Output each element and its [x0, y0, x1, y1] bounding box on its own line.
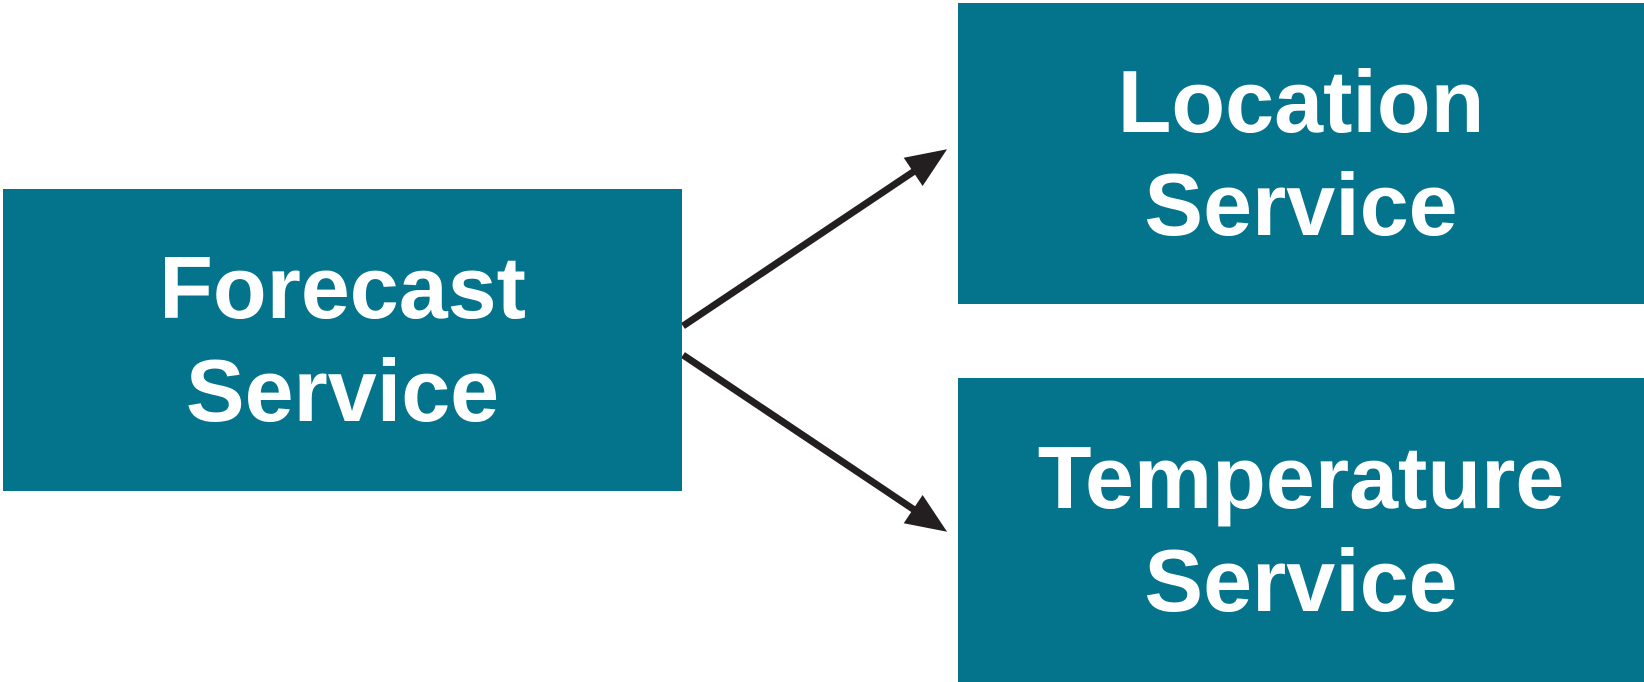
node-forecast-service-label-line1: Forecast — [159, 238, 526, 338]
node-temperature-service-label-line1: Temperature — [1037, 428, 1565, 528]
arrow-forecast-to-location — [681, 149, 948, 329]
node-temperature-service: Temperature Service — [958, 378, 1644, 682]
node-forecast-service-label-line2: Service — [185, 341, 500, 440]
node-location-service-label-line2: Service — [1144, 154, 1458, 254]
node-forecast-service: Forecast Service — [3, 189, 682, 491]
node-location-service: Location Service — [958, 3, 1644, 304]
arrow-forecast-to-temperature — [681, 352, 948, 532]
node-location-service-label-line1: Location — [1117, 51, 1485, 151]
node-temperature-service-label-line2: Service — [1144, 531, 1458, 630]
